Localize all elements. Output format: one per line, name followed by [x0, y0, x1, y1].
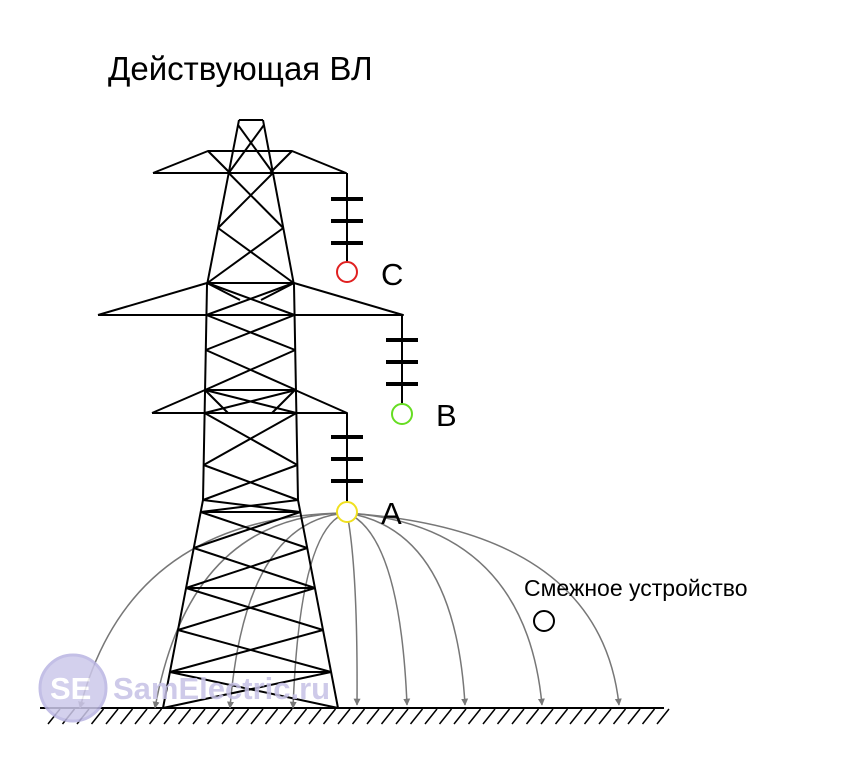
tower-brace: [169, 629, 324, 673]
phase-b-conductor: [391, 403, 413, 425]
field-line-arrow: [346, 512, 411, 706]
ground-hatch-mark: [409, 708, 424, 725]
tower-brace: [217, 227, 295, 284]
ground-hatch-mark: [163, 708, 177, 725]
field-line-arrow: [346, 512, 361, 706]
watermark-logo-letters: SE: [50, 671, 91, 706]
adjacent-device-marker: [533, 610, 555, 632]
field-line-arrow: [289, 512, 348, 709]
field-lines: [78, 512, 622, 709]
ground-hatch-mark: [482, 708, 496, 725]
tower-member: [204, 389, 229, 414]
ground-hatch-mark: [250, 708, 264, 725]
transmission-tower: [97, 119, 404, 709]
tower-brace: [185, 547, 308, 589]
field-line-arrow: [346, 512, 622, 706]
ground-hatch-mark: [641, 708, 656, 725]
tower-brace: [169, 671, 339, 709]
phase-c-conductor: [336, 261, 358, 283]
ground-hatch-mark: [453, 708, 467, 725]
ground-hatch-mark: [206, 708, 221, 725]
ground-hatch-mark: [511, 708, 525, 725]
adjacent-device-label: Смежное устройство: [524, 575, 748, 601]
watermark-text: SamElectric.ru: [113, 671, 330, 706]
tower-member: [271, 389, 296, 414]
ground-hatch-mark: [395, 708, 409, 725]
ground-hatch-mark: [525, 708, 540, 725]
watermark-logo-icon: [38, 653, 108, 723]
watermark: SE SamElectric.ru: [38, 653, 330, 723]
tower-brace: [206, 227, 284, 284]
field-line-arrow: [227, 512, 348, 709]
phase-a-conductor: [336, 501, 358, 523]
ground-hatch-mark: [540, 708, 554, 725]
tower-brace: [217, 172, 274, 229]
tower-brace: [227, 124, 265, 174]
tower-brace: [200, 511, 308, 549]
ground-hatch-mark: [351, 708, 366, 725]
tower-member: [207, 150, 231, 174]
tower-member: [269, 150, 293, 174]
field-line-arrow: [152, 512, 348, 709]
tower-brace: [204, 349, 296, 391]
insulator-strings: [331, 173, 418, 502]
tower-brace: [200, 499, 299, 513]
ground-hatch-mark: [366, 708, 380, 725]
ground-hatch-mark: [656, 708, 670, 725]
ground-hatch-mark: [612, 708, 627, 725]
ground-hatch-mark: [119, 708, 134, 725]
ground-hatch-mark: [380, 708, 395, 725]
ground: [40, 707, 670, 725]
tower-brace: [193, 511, 301, 549]
ground-hatch-mark: [264, 708, 279, 725]
ground-hatch-mark: [177, 708, 192, 725]
ground-hatch-mark: [424, 708, 438, 725]
ground-hatch-mark: [235, 708, 250, 725]
tower-brace: [177, 629, 332, 673]
ground-hatch-mark: [554, 708, 569, 725]
ground-hatch-mark: [134, 708, 148, 725]
ground-hatch-mark: [337, 708, 351, 725]
ground-hatch-mark: [583, 708, 598, 725]
ground-hatch-mark: [221, 708, 235, 725]
tower-brace: [202, 464, 298, 501]
ground-hatch-mark: [467, 708, 482, 725]
ground-hatch-mark: [279, 708, 293, 725]
diagram-title: Действующая ВЛ: [108, 50, 373, 87]
tower-brace: [177, 587, 316, 631]
tower-brace: [237, 124, 274, 174]
ground-hatch-mark: [496, 708, 511, 725]
ground-hatch-mark: [627, 708, 641, 725]
tower-brace: [203, 412, 297, 466]
ground-hatch-mark: [148, 708, 163, 725]
tower-brace: [185, 587, 324, 631]
tower-brace: [162, 671, 332, 709]
field-line-arrow: [346, 512, 545, 706]
ground-hatch-mark: [192, 708, 206, 725]
ground-hatch-mark: [569, 708, 583, 725]
phase-c-label: C: [381, 257, 403, 292]
tower-brace: [205, 314, 295, 351]
tower-brace: [228, 172, 285, 229]
field-line-arrow: [78, 512, 348, 709]
ground-hatch-mark: [438, 708, 453, 725]
tower-brace: [193, 547, 316, 589]
tower-right-leg: [262, 119, 339, 709]
phase-b-label: B: [436, 398, 457, 433]
tower-left-leg: [162, 119, 240, 709]
ground-hatch-mark: [308, 708, 322, 725]
ground-hatch-mark: [293, 708, 308, 725]
tower-brace: [204, 389, 297, 414]
phase-a-label: A: [381, 496, 402, 531]
tower-top-crossarm: [152, 150, 347, 174]
ground-hatch-mark: [598, 708, 612, 725]
field-line-arrow: [346, 512, 469, 706]
ground-hatch-mark: [90, 708, 105, 725]
ground-hatch-mark: [105, 708, 119, 725]
tower-brace: [206, 282, 294, 316]
ground-hatch-mark: [322, 708, 337, 725]
